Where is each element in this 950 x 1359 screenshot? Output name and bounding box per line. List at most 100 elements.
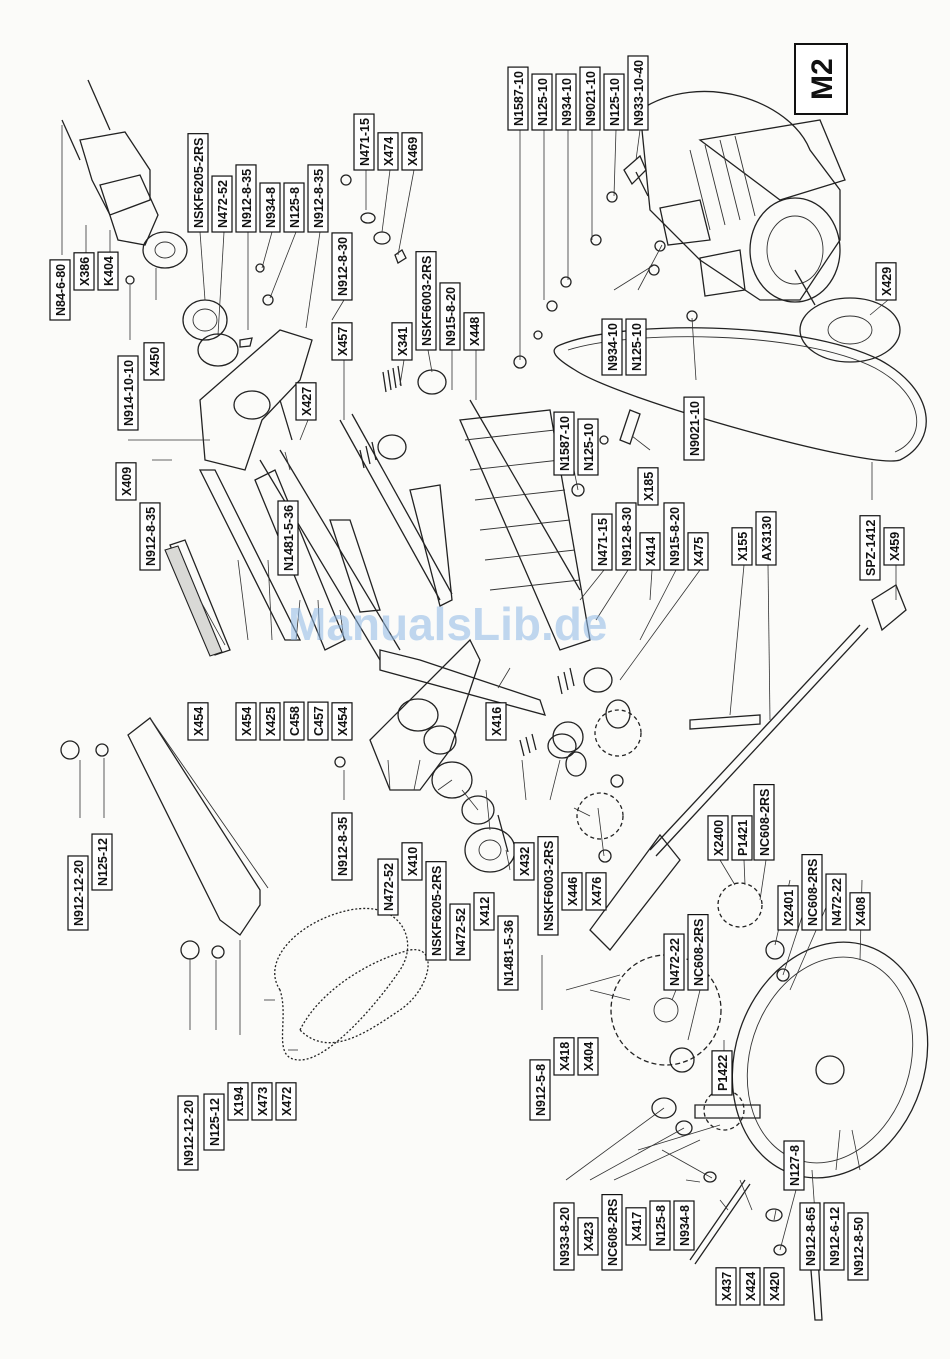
part-label-box xyxy=(673,1200,695,1251)
part-label-nskf6205-2rs-a: NSKF6205-2RS xyxy=(187,133,209,233)
part-label-box xyxy=(783,1140,805,1191)
part-label-box xyxy=(649,1200,671,1251)
part-label-text: X476 xyxy=(590,877,604,906)
part-label-n912-8-35-b: N912-8-35 xyxy=(307,164,329,233)
part-label-text: X432 xyxy=(518,847,532,876)
part-label-nskf6003-2rs-b: NSKF6003-2RS xyxy=(537,836,559,936)
part-label-nc608-2rs-a: NC608-2RS xyxy=(753,784,775,861)
part-label-box xyxy=(275,1082,297,1121)
part-label-n914-10-10: N914-10-10 xyxy=(117,355,139,431)
part-label-n933-8-20: N933-8-20 xyxy=(553,1202,575,1271)
part-label-box xyxy=(799,1202,821,1271)
part-label-box xyxy=(259,182,281,233)
part-label-box xyxy=(331,812,353,881)
part-label-text: N934-8 xyxy=(264,187,278,228)
part-label-text: N912-8-35 xyxy=(144,507,158,566)
part-label-n1587-10-a: N1587-10 xyxy=(507,66,529,131)
part-label-n1587-10-b: N1587-10 xyxy=(553,411,575,476)
part-label-x454-b: X454 xyxy=(235,702,257,741)
part-label-text: X155 xyxy=(736,532,750,561)
part-label-p1421: P1421 xyxy=(731,815,753,861)
part-label-box xyxy=(283,701,305,741)
part-label-box xyxy=(449,903,471,961)
part-label-n127-8: N127-8 xyxy=(783,1140,805,1191)
part-label-nc608-2rs-c: NC608-2RS xyxy=(687,914,709,991)
part-label-text: X418 xyxy=(558,1042,572,1071)
part-label-text: X2400 xyxy=(712,820,726,856)
part-label-text: N915-8-20 xyxy=(668,507,682,566)
part-label-k404: K404 xyxy=(97,251,119,291)
part-label-text: K404 xyxy=(102,256,116,286)
part-label-n912-8-30-a: N912-8-30 xyxy=(331,232,353,301)
part-label-box xyxy=(139,502,161,571)
leader-lines xyxy=(61,125,897,1259)
part-label-box xyxy=(577,1037,599,1076)
part-label-x476: X476 xyxy=(585,872,607,911)
part-label-box xyxy=(235,164,257,233)
part-label-box xyxy=(331,232,353,301)
part-label-text: N934-10 xyxy=(560,78,574,126)
part-label-x416: X416 xyxy=(485,702,507,741)
part-label-box xyxy=(283,182,305,233)
part-label-text: NC608-2RS xyxy=(806,859,820,926)
part-label-text: X448 xyxy=(468,317,482,346)
part-label-box xyxy=(687,914,709,991)
part-label-x454-a: X454 xyxy=(187,702,209,741)
chains-drawing xyxy=(274,907,429,1061)
part-label-n912-5-8: N912-5-8 xyxy=(529,1059,551,1121)
part-label-box xyxy=(211,175,233,233)
tension-arm-drawing xyxy=(589,584,907,951)
part-label-box xyxy=(401,842,423,881)
part-label-text: X474 xyxy=(382,137,396,166)
part-label-box xyxy=(577,418,599,476)
part-label-text: X424 xyxy=(744,1272,758,1301)
part-label-text: X423 xyxy=(582,1222,596,1251)
part-label-box xyxy=(277,500,299,576)
part-label-text: X473 xyxy=(256,1087,270,1116)
part-label-text: X457 xyxy=(336,327,350,356)
part-label-box xyxy=(115,462,137,501)
part-label-text: N912-12-20 xyxy=(182,1100,196,1166)
part-label-box xyxy=(683,396,705,461)
part-label-x437: X437 xyxy=(715,1267,737,1306)
part-label-text: N84-6-80 xyxy=(54,264,68,316)
part-label-text: N472-22 xyxy=(830,878,844,926)
part-label-x409: X409 xyxy=(115,462,137,501)
part-label-box xyxy=(639,532,661,571)
part-label-text: C458 xyxy=(288,706,302,736)
part-label-n912-8-35-c: N912-8-35 xyxy=(139,502,161,571)
part-label-text: X408 xyxy=(854,897,868,926)
part-label-box xyxy=(731,527,753,566)
part-label-text: NSKF6205-2RS xyxy=(192,138,206,228)
part-label-n912-12-20-b: N912-12-20 xyxy=(177,1095,199,1171)
part-label-text: N125-10 xyxy=(582,423,596,471)
part-label-text: X475 xyxy=(692,537,706,566)
part-label-box xyxy=(259,702,281,741)
part-label-n912-8-50: N912-8-50 xyxy=(847,1212,869,1281)
part-label-text: N933-8-20 xyxy=(558,1207,572,1266)
part-label-text: X414 xyxy=(644,537,658,566)
part-label-x412: X412 xyxy=(473,892,495,931)
part-label-c458: C458 xyxy=(283,701,305,741)
part-label-text: N934-8 xyxy=(678,1205,692,1246)
part-label-x2400: X2400 xyxy=(707,815,729,861)
part-label-text: N912-8-35 xyxy=(336,817,350,876)
part-label-n472-22-a: N472-22 xyxy=(825,873,847,931)
part-label-n915-8-20-a: N915-8-20 xyxy=(439,282,461,351)
part-label-text: N912-8-30 xyxy=(620,507,634,566)
part-label-text: NSKF6205-2RS xyxy=(430,866,444,956)
part-label-box xyxy=(755,511,777,566)
part-label-n1481-5-36-b: N1481-5-36 xyxy=(497,915,519,991)
part-label-n125-8-a: N125-8 xyxy=(283,182,305,233)
part-label-x448: X448 xyxy=(463,312,485,351)
part-label-n125-10-b: N125-10 xyxy=(603,73,625,131)
part-label-x386: X386 xyxy=(73,252,95,291)
part-label-x155: X155 xyxy=(731,527,753,566)
part-label-text: X429 xyxy=(880,267,894,296)
part-label-n934-8-a: N934-8 xyxy=(259,182,281,233)
part-label-box xyxy=(601,318,623,376)
part-label-box xyxy=(615,502,637,571)
upper-housing-drawing xyxy=(199,174,407,471)
part-label-box xyxy=(377,858,399,916)
